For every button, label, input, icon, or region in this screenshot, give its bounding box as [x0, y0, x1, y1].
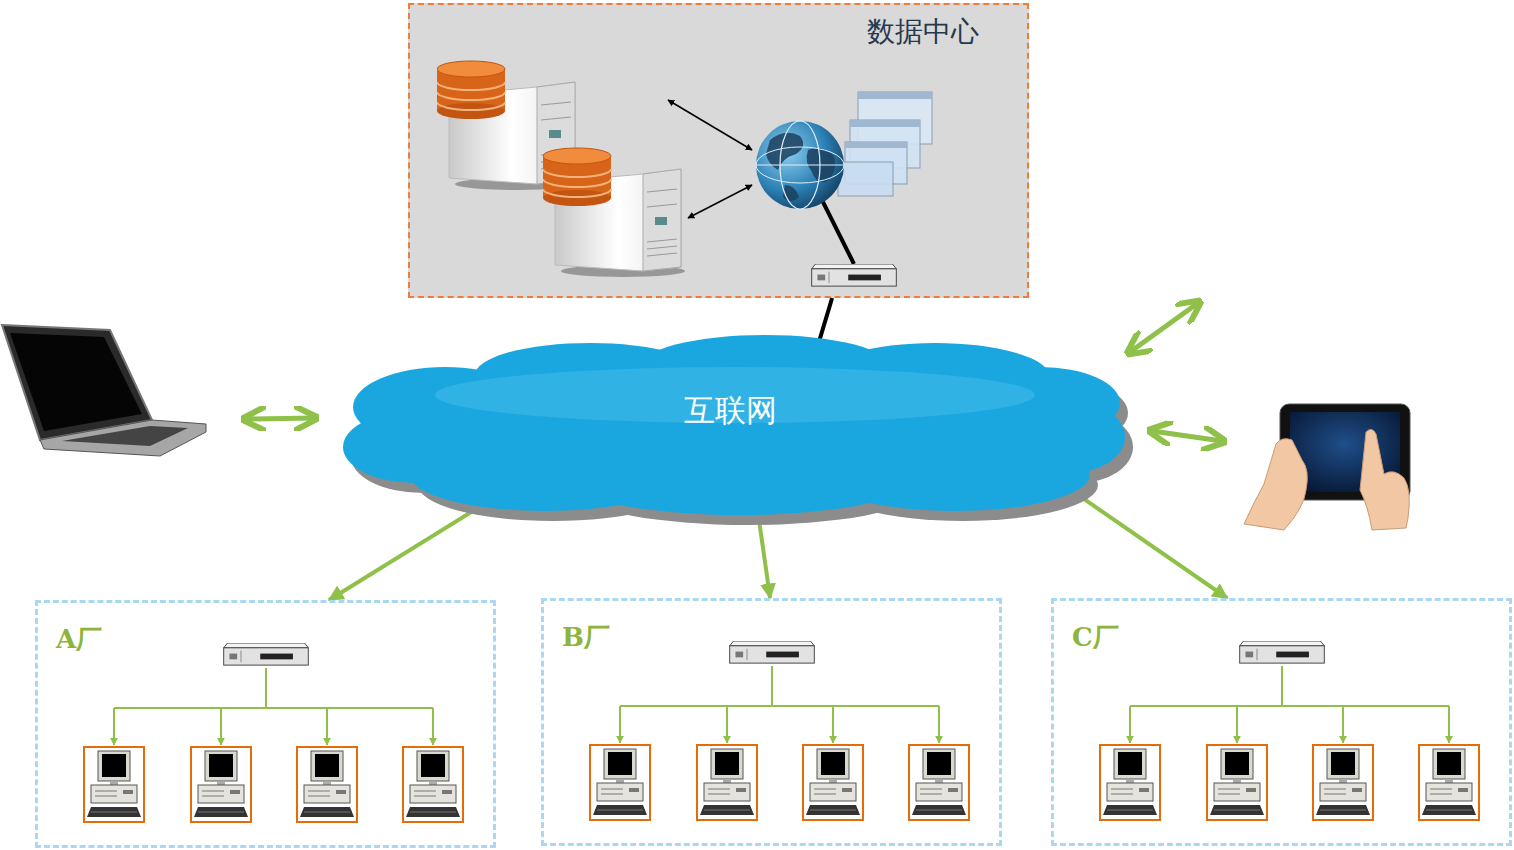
region-title: 数据中心: [867, 17, 979, 48]
factory-network: [1100, 641, 1479, 820]
datacenter-region: 数据中心: [408, 3, 1029, 298]
factory-region: C厂: [1051, 598, 1512, 846]
laptop: [2, 325, 206, 456]
tablet: [1244, 404, 1410, 530]
drawing-part: [756, 147, 844, 183]
globe: [756, 121, 844, 209]
drawing-part: [850, 120, 920, 127]
datacenter-ground: [408, 3, 1029, 298]
drawing-part: [756, 164, 844, 165]
access-arrow: [1130, 303, 1198, 352]
drawing-part: [10, 333, 142, 431]
drawing-part: [858, 92, 932, 99]
internet-cloud: 互联网: [335, 335, 1125, 520]
server: [543, 148, 685, 277]
drawing-part: [845, 142, 907, 148]
drawing-part: [838, 162, 893, 196]
factory-network: [590, 641, 969, 820]
access-arrow: [246, 418, 314, 419]
drawing-part: [1360, 429, 1409, 530]
factory-network: [84, 643, 463, 822]
globe-cable: [822, 200, 854, 264]
drawing-part: [62, 426, 188, 446]
factory-region: A厂: [35, 600, 496, 848]
cloud-shape: [335, 335, 1125, 520]
drawing-part: [766, 133, 835, 201]
web-windows: [838, 92, 932, 196]
drawing-part: [1244, 439, 1307, 530]
drawing-part: [756, 121, 844, 209]
factory-region: B厂: [541, 598, 1002, 846]
link-arrow: [668, 100, 752, 150]
region-title: C厂: [1072, 623, 1119, 652]
switch: [812, 264, 897, 286]
drawing-part: [40, 420, 206, 456]
region-title: B厂: [562, 623, 610, 652]
cloud-puff: [1015, 401, 1125, 473]
cloud-layer: [343, 335, 1125, 515]
drawing-part: [2, 325, 152, 440]
cloud-label: 互联网: [684, 393, 777, 427]
region-title: A厂: [56, 625, 102, 654]
access-arrow: [1152, 431, 1222, 441]
link-arrow: [688, 185, 752, 218]
